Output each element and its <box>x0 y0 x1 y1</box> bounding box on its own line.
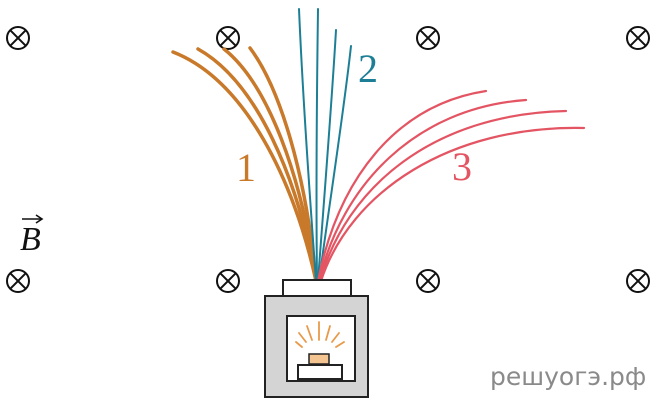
into-page-cross-circle-icon <box>416 26 440 50</box>
beam-1-trajectory <box>222 47 318 283</box>
beam-2-trajectory <box>315 8 319 282</box>
watermark: решуогэ.рф <box>490 362 646 391</box>
into-page-cross-circle-icon <box>416 269 440 293</box>
beam-3-label: 3 <box>452 144 472 189</box>
field-vector-symbol: B <box>20 221 41 258</box>
beam-3-trajectory <box>317 98 528 283</box>
beam-3-trajectory <box>316 89 488 283</box>
emitter-element <box>308 353 330 365</box>
beam-2-trajectory <box>317 29 337 282</box>
into-page-cross-circle-icon <box>6 269 30 293</box>
field-vector-label: B <box>20 214 44 258</box>
into-page-cross-circle-icon <box>626 269 650 293</box>
source-nozzle <box>282 279 352 298</box>
beam-1-trajectory <box>171 50 318 283</box>
particle-source <box>264 279 369 398</box>
beam-1-trajectory <box>196 47 318 283</box>
beam-3-trajectory <box>318 109 568 283</box>
emission-glow <box>295 321 345 348</box>
into-page-cross-circle-icon <box>6 26 30 50</box>
beam-2-label: 2 <box>358 46 378 91</box>
into-page-cross-circle-icon <box>626 26 650 50</box>
beam-2-trajectory <box>318 45 352 282</box>
beam-1-trajectories <box>171 46 318 283</box>
emitter-base <box>297 364 343 380</box>
into-page-cross-circle-icon <box>216 269 240 293</box>
beam-3-trajectories <box>316 89 586 283</box>
vector-arrow-icon <box>22 214 44 224</box>
beam-1-trajectory <box>248 46 318 283</box>
beam-3-trajectory <box>319 126 586 283</box>
into-page-cross-circle-icon <box>216 26 240 50</box>
field-markers <box>6 26 650 293</box>
beam-2-trajectory <box>298 8 317 282</box>
beam-1-label: 1 <box>236 145 256 190</box>
beam-2-trajectories <box>298 8 352 282</box>
